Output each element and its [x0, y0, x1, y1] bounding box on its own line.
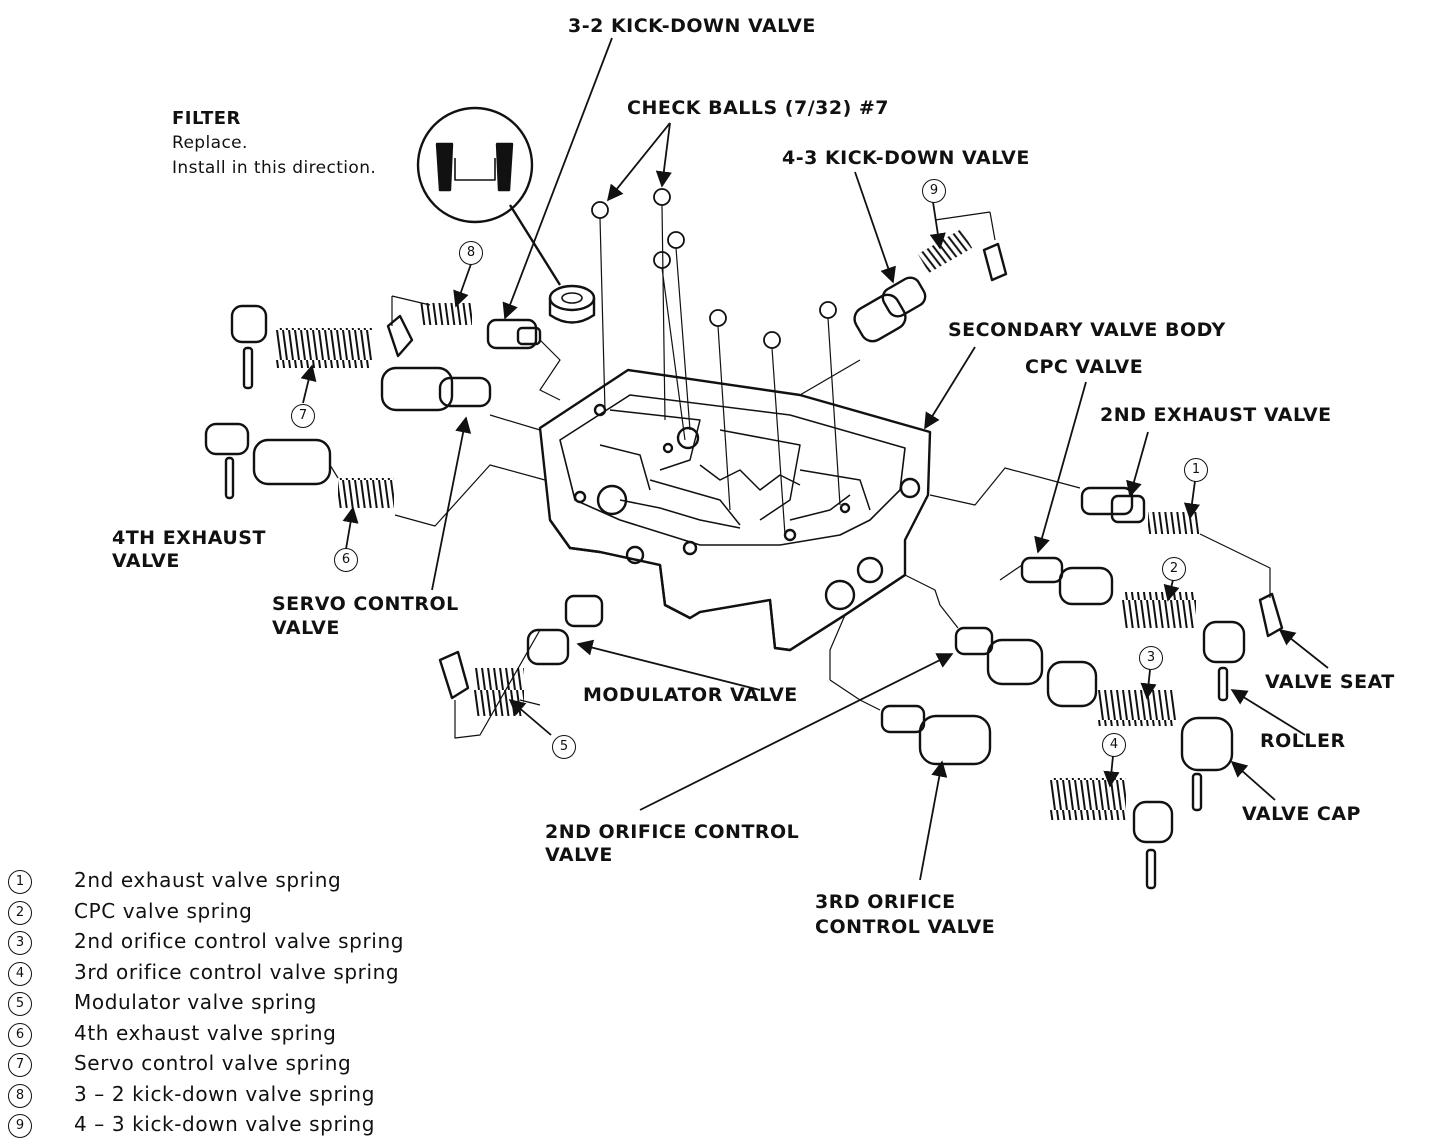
label-3rd-orifice-control-valve-l2: CONTROL VALVE [815, 916, 996, 938]
callout-7: 7 [291, 404, 315, 428]
legend-number: 5 [8, 992, 32, 1016]
callout-3: 3 [1139, 646, 1163, 670]
legend-text: 4th exhaust valve spring [74, 1020, 337, 1045]
legend-item: 5 Modulator valve spring [8, 990, 528, 1021]
legend-text: 2nd orifice control valve spring [74, 929, 405, 953]
label-3rd-orifice-control-valve-l1: 3RD ORIFICE [815, 891, 956, 913]
leader-lines [300, 37, 1329, 881]
legend-number: 6 [8, 1022, 32, 1047]
label-2nd-orifice-control-valve-l1: 2ND ORIFICE CONTROL [545, 821, 800, 843]
label-valve-cap: VALVE CAP [1242, 803, 1361, 825]
legend-number: 9 [8, 1114, 32, 1138]
legend-item: 9 4 – 3 kick-down valve spring [8, 1112, 528, 1143]
spring-legend: 1 2nd exhaust valve spring 2 CPC valve s… [8, 868, 528, 1143]
label-servo-control-valve-l2: VALVE [272, 617, 340, 639]
label-filter-replace: Replace. [172, 133, 248, 153]
legend-text: 3rd orifice control valve spring [74, 959, 400, 984]
legend-number: 4 [8, 961, 32, 986]
legend-number: 2 [8, 900, 32, 925]
legend-item: 6 4th exhaust valve spring [8, 1021, 528, 1052]
legend-item: 3 2nd orifice control valve spring [8, 929, 528, 960]
secondary-valve-body [538, 368, 932, 652]
check-balls [591, 188, 841, 536]
label-2nd-orifice-control-valve-l2: VALVE [545, 844, 613, 866]
legend-number: 7 [8, 1053, 32, 1077]
label-servo-control-valve-l1: SERVO CONTROL [272, 593, 459, 615]
callout-1: 1 [1184, 458, 1208, 482]
label-32-kickdown-valve: 3-2 KICK-DOWN VALVE [568, 15, 816, 37]
legend-number: 1 [8, 870, 32, 894]
label-43-kickdown-valve: 4-3 KICK-DOWN VALVE [782, 147, 1030, 169]
legend-item: 4 3rd orifice control valve spring [8, 960, 528, 991]
left-valves [204, 295, 561, 527]
legend-number: 3 [8, 931, 32, 955]
label-check-balls: CHECK BALLS (7/32) #7 [627, 97, 890, 119]
label-cpc-valve: CPC VALVE [1025, 356, 1144, 378]
callout-6: 6 [334, 548, 358, 572]
label-valve-seat: VALVE SEAT [1265, 671, 1395, 693]
filter-detail [416, 106, 596, 324]
label-secondary-valve-body: SECONDARY VALVE BODY [948, 319, 1226, 341]
label-4th-exhaust-valve-l1: 4TH EXHAUST [112, 527, 266, 549]
callout-9: 9 [922, 179, 946, 203]
callout-5: 5 [552, 735, 576, 759]
callout-8: 8 [459, 241, 483, 265]
label-filter-title: FILTER [172, 108, 241, 129]
legend-text: Servo control valve spring [74, 1051, 352, 1075]
legend-text: 4 – 3 kick-down valve spring [74, 1112, 375, 1136]
legend-number: 8 [8, 1083, 32, 1108]
callout-2: 2 [1162, 557, 1186, 581]
label-roller: ROLLER [1260, 730, 1346, 752]
label-modulator-valve: MODULATOR VALVE [583, 684, 798, 706]
legend-item: 8 3 – 2 kick-down valve spring [8, 1082, 528, 1113]
callout-4: 4 [1102, 733, 1126, 757]
right-valves [829, 467, 1284, 890]
label-4th-exhaust-valve-l2: VALVE [112, 550, 180, 572]
modulator-group [438, 594, 604, 739]
legend-item: 1 2nd exhaust valve spring [8, 868, 528, 899]
legend-text: 2nd exhaust valve spring [74, 868, 342, 892]
kick43-group [799, 211, 1008, 396]
label-2nd-exhaust-valve: 2ND EXHAUST VALVE [1100, 404, 1332, 426]
legend-text: CPC valve spring [74, 898, 253, 923]
legend-text: 3 – 2 kick-down valve spring [74, 1081, 375, 1106]
legend-item: 7 Servo control valve spring [8, 1051, 528, 1082]
legend-text: Modulator valve spring [74, 990, 317, 1014]
legend-item: 2 CPC valve spring [8, 899, 528, 930]
label-filter-direction: Install in this direction. [172, 158, 377, 178]
